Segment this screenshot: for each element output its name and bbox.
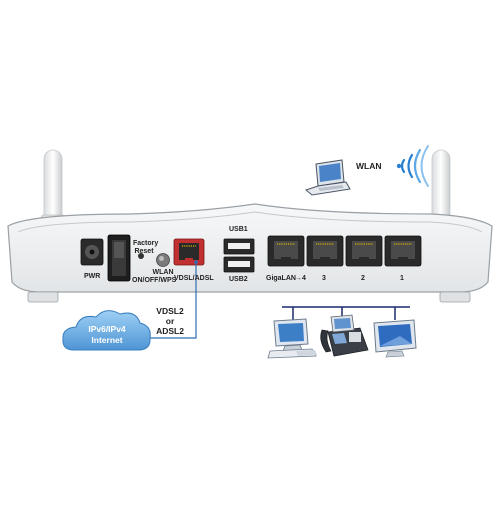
lan-arrow-label: → <box>295 275 302 282</box>
gigalan-label: GigaLAN <box>266 275 296 282</box>
ip-phone-icon <box>320 314 369 357</box>
wireless-signal-icon <box>396 145 429 187</box>
lan-port-2-label: 2 <box>361 275 365 282</box>
vdsl2-label: VDSL2 <box>156 306 184 316</box>
vdsl-adsl-port-label: VDSL/ADSL <box>174 275 214 282</box>
wlan-button-label-line2: ON/OFF/WPS <box>132 277 177 284</box>
desktop-computer-icon <box>267 318 317 359</box>
cloud-label-line2: Internet <box>91 335 123 345</box>
lan-port-4-label: 4 <box>302 275 306 282</box>
power-jack <box>80 238 104 266</box>
lan-port-2 <box>345 235 383 267</box>
usb1-label: USB1 <box>229 226 248 233</box>
factory-reset-label-line2: Reset <box>134 248 154 255</box>
lan-port-1 <box>384 235 422 267</box>
or-label: or <box>165 316 175 326</box>
usb2-label: USB2 <box>229 276 248 283</box>
usb-port-1 <box>223 238 255 255</box>
factory-reset-label-line1: Factory <box>133 240 159 247</box>
factory-reset-button <box>138 253 144 259</box>
power-switch <box>107 234 131 282</box>
flat-panel-tv-icon <box>373 319 417 358</box>
lan-port-1-label: 1 <box>400 275 404 282</box>
wlan-label: WLAN <box>356 161 382 171</box>
wan-cable <box>140 262 197 339</box>
usb-port-2 <box>223 256 255 273</box>
wlan-button-label-line1: WLAN <box>152 269 174 276</box>
adsl2-label: ADSL2 <box>156 326 184 336</box>
lan-port-3 <box>306 235 344 267</box>
vdsl-adsl-port <box>173 238 205 266</box>
lan-port-4 <box>267 235 305 267</box>
laptop-icon <box>304 159 351 196</box>
internet-cloud-icon <box>62 310 151 351</box>
lan-port-3-label: 3 <box>322 275 326 282</box>
wlan-wps-button <box>156 253 170 267</box>
cloud-label-line1: IPv6/IPv4 <box>88 324 126 334</box>
pwr-label: PWR <box>84 273 101 280</box>
